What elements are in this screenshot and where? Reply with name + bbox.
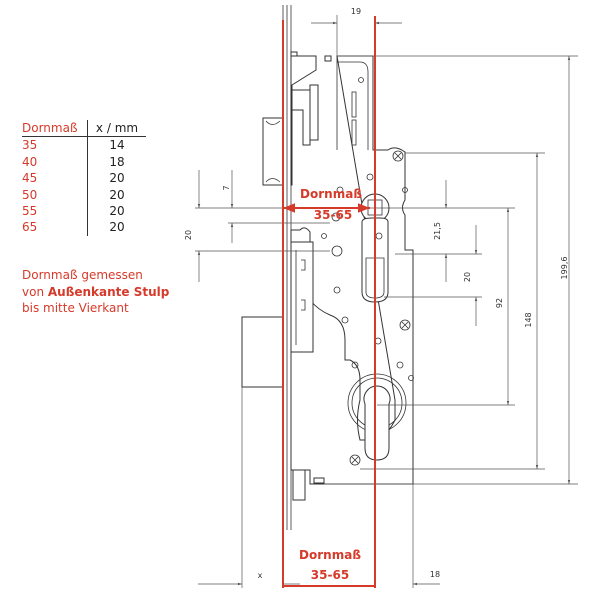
cell-dornmass: 35 <box>22 138 38 153</box>
holes <box>321 77 414 381</box>
cell-dornmass: 65 <box>22 220 38 235</box>
table-row: 40 18 <box>22 153 146 171</box>
dornmass-range-bottom: 35-65 <box>311 568 349 582</box>
cylinder-hole <box>347 373 407 461</box>
dornmass-range-top: 35-65 <box>314 208 352 222</box>
header-x-mm: x / mm <box>87 120 146 137</box>
table-header: Dornmaß x / mm <box>22 120 146 138</box>
dornmass-label-top: Dornmaß <box>300 187 362 201</box>
table-row: 45 20 <box>22 170 146 187</box>
cell-x: 20 <box>87 219 146 236</box>
dim-label-19: 19 <box>351 7 361 16</box>
dim-label-20-left: 20 <box>184 230 193 240</box>
dim-label-20-right: 20 <box>463 272 472 282</box>
note-line-1: Dornmaß gemessen <box>22 268 143 282</box>
note-prefix: von <box>22 284 48 299</box>
dim-label-18: 18 <box>430 570 440 579</box>
dimension-7: 7 <box>222 170 234 243</box>
cell-x: 20 <box>87 186 146 203</box>
table-row: 35 14 <box>22 137 146 154</box>
note-line-3: bis mitte Vierkant <box>22 301 129 315</box>
cell-x: 18 <box>87 153 146 171</box>
dimension-18: 18 <box>412 484 440 588</box>
note-line-2: von Außenkante Stulp <box>22 284 169 301</box>
cell-x: 20 <box>87 202 146 220</box>
dimension-20-left: 20 <box>184 170 201 282</box>
dim-label-148: 148 <box>524 312 533 327</box>
screw-icon <box>349 150 411 466</box>
cell-dornmass: 55 <box>22 203 38 218</box>
table-row: 65 20 <box>22 219 146 236</box>
table-row: 55 20 <box>22 202 146 220</box>
table-row: 50 20 <box>22 186 146 203</box>
dim-label-21-5: 21,5 <box>433 222 442 240</box>
measurement-note: Dornmaß gemessen von Außenkante Stulp bi… <box>22 267 169 317</box>
lock-body <box>241 55 414 501</box>
dimension-199-6: 199,6 <box>560 56 571 484</box>
latch-bolt <box>262 84 319 186</box>
backset-indicator: Dornmaß 35-65 Dornmaß 35-65 <box>282 16 376 588</box>
dornmass-label-bottom: Dornmaß <box>299 548 361 562</box>
cell-dornmass: 50 <box>22 187 38 202</box>
dim-label-x: x <box>258 571 263 580</box>
dim-label-7: 7 <box>222 185 231 190</box>
cell-x: 14 <box>87 137 146 154</box>
dimension-19: 19 <box>311 7 402 56</box>
note-bold: Außenkante Stulp <box>47 284 170 299</box>
dimension-x: x <box>198 387 300 588</box>
dimension-21-5: 21,5 <box>433 180 448 282</box>
dim-label-199-6: 199,6 <box>560 257 569 280</box>
dimension-20-right: 20 <box>463 225 478 326</box>
dimension-92: 92 <box>495 208 510 405</box>
header-dornmass: Dornmaß <box>22 121 78 135</box>
dim-label-92: 92 <box>495 298 504 308</box>
cell-dornmass: 40 <box>22 154 38 169</box>
cell-x: 20 <box>87 170 146 187</box>
dimension-148: 148 <box>524 153 539 469</box>
cell-dornmass: 45 <box>22 171 38 186</box>
